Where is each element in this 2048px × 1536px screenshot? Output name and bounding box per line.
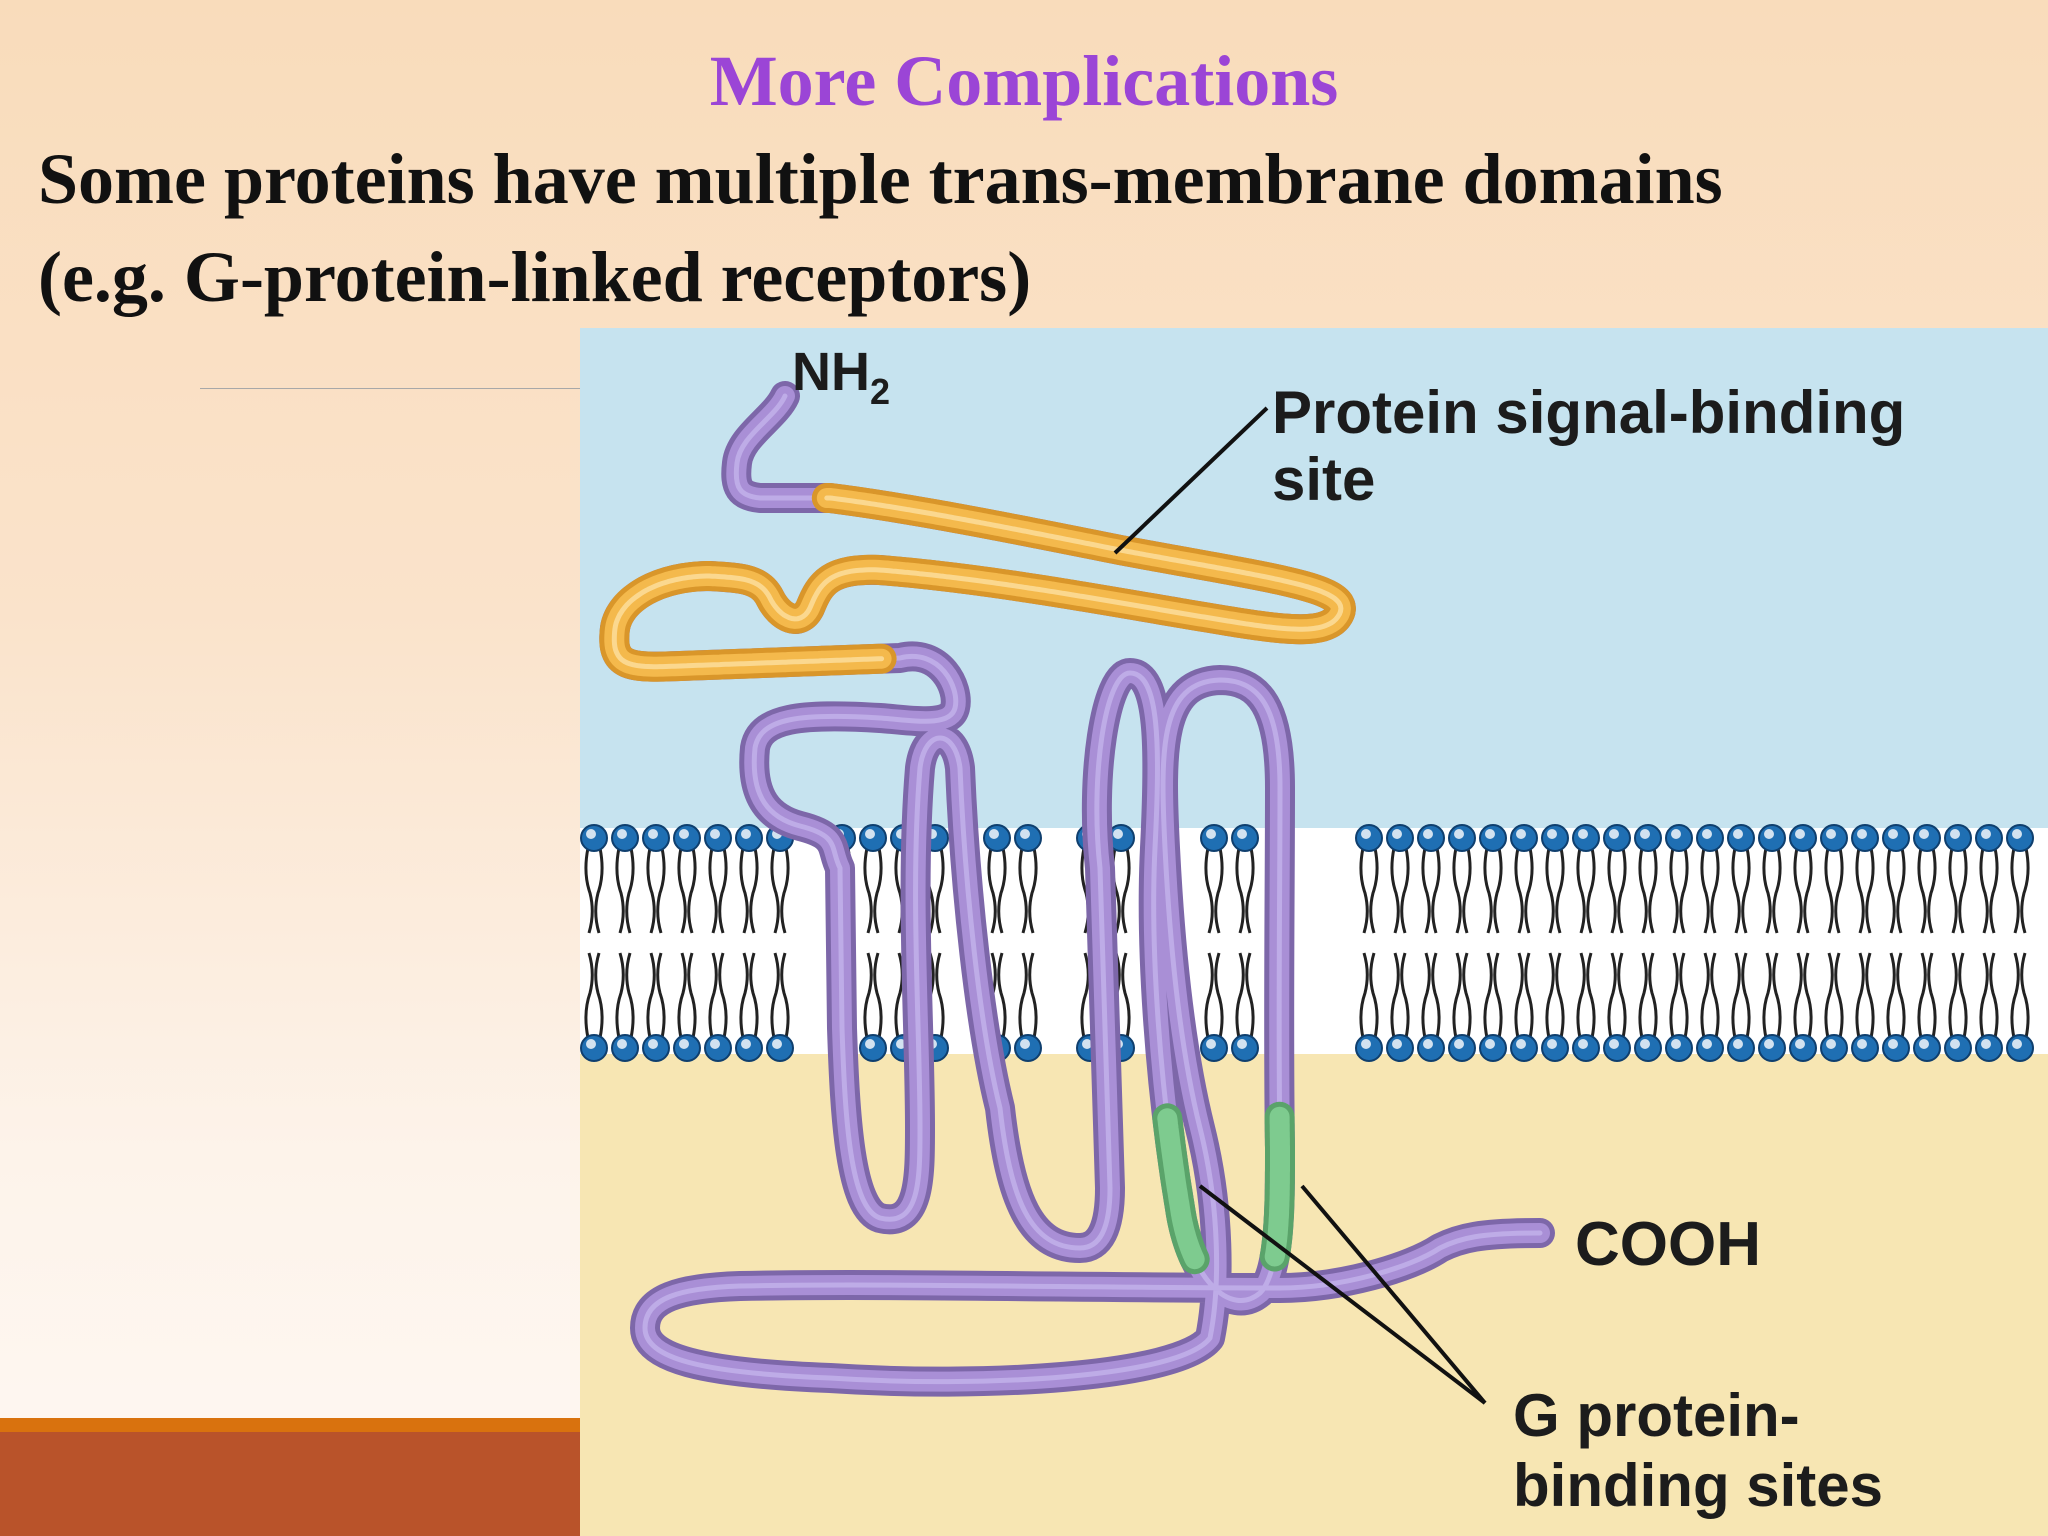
phospholipid-bottom [1696, 952, 1724, 1062]
phospholipid-bottom [580, 952, 608, 1062]
phospholipid-top [1820, 824, 1848, 934]
phospholipid-top [1355, 824, 1383, 934]
signal-binding-site-highlight [611, 495, 1344, 670]
phospholipid-bottom [1572, 952, 1600, 1062]
footer-bar [0, 1432, 580, 1536]
phospholipid-top [2006, 824, 2034, 934]
phospholipid-bottom [642, 952, 670, 1062]
phospholipid-bottom [1820, 952, 1848, 1062]
signal-site-leader-line [1113, 406, 1269, 555]
phospholipid-bottom [1727, 952, 1755, 1062]
phospholipid-top [1913, 824, 1941, 934]
phospholipid-bottom [766, 952, 794, 1062]
phospholipid-top [1758, 824, 1786, 934]
phospholipid-top [735, 824, 763, 934]
phospholipid-bottom [704, 952, 732, 1062]
phospholipid-bottom [1386, 952, 1414, 1062]
phospholipid-top [1417, 824, 1445, 934]
phospholipid-top [1510, 824, 1538, 934]
phospholipid-top [611, 824, 639, 934]
phospholipid-top [642, 824, 670, 934]
membrane-core [580, 828, 2048, 1054]
receptor-protein [599, 381, 1555, 1397]
body-text-line-2: (e.g. G-protein-linked receptors) [38, 237, 1032, 317]
g-protein-leader-line-2 [1300, 1184, 1487, 1405]
phospholipid-bottom [1944, 952, 1972, 1062]
signal-site-label-line-2: site [1272, 446, 1375, 513]
phospholipid-bottom [1758, 952, 1786, 1062]
phospholipid-bottom [1789, 952, 1817, 1062]
phospholipid-bottom [1851, 952, 1879, 1062]
phospholipid-top [1200, 824, 1228, 934]
phospholipid-top [1231, 824, 1259, 934]
phospholipid-top [1603, 824, 1631, 934]
phospholipid-bottom [1479, 952, 1507, 1062]
phospholipid-bottom [1665, 952, 1693, 1062]
phospholipid-top [983, 824, 1011, 934]
g-protein-binding-site [1157, 1108, 1205, 1270]
phospholipid-top [1386, 824, 1414, 934]
phospholipid-top [1727, 824, 1755, 934]
phospholipid-top [1107, 824, 1135, 934]
phospholipid-bottom [1200, 952, 1228, 1062]
phospholipid-bottom [1231, 952, 1259, 1062]
accent-bar [0, 1418, 580, 1432]
g-protein-leader-line-1 [1198, 1184, 1487, 1405]
phospholipid-top [1014, 824, 1042, 934]
slide-title: More Complications [709, 41, 1339, 121]
phospholipid-bottom [2006, 952, 2034, 1062]
phospholipid-bottom [1355, 952, 1383, 1062]
phospholipid-top [704, 824, 732, 934]
g-protein-binding-site [1264, 1106, 1290, 1267]
body-text-line-1: Some proteins have multiple trans-membra… [38, 139, 1723, 219]
g-protein-label-line-2: binding sites [1513, 1452, 1883, 1519]
phospholipid-bottom [1417, 952, 1445, 1062]
phospholipid-bottom [1913, 952, 1941, 1062]
cooh-label: COOH [1575, 1210, 1761, 1279]
phospholipid-top [1665, 824, 1693, 934]
phospholipid-bottom [1510, 952, 1538, 1062]
phospholipid-bottom [611, 952, 639, 1062]
phospholipid-top [1851, 824, 1879, 934]
g-protein-label-line-1: G protein- [1513, 1382, 1800, 1449]
phospholipid-top [1572, 824, 1600, 934]
phospholipid-top [673, 824, 701, 934]
phospholipid-bottom [735, 952, 763, 1062]
phospholipid-bottom [1882, 952, 1910, 1062]
phospholipid-top [580, 824, 608, 934]
phospholipid-top [1975, 824, 2003, 934]
phospholipid-bottom [859, 952, 887, 1062]
phospholipid-top [1479, 824, 1507, 934]
signal-site-label-line-1: Protein signal-binding [1272, 379, 1905, 446]
divider-rule [200, 388, 580, 389]
phospholipid-bottom [1541, 952, 1569, 1062]
receptor-diagram: NH2 Protein signal-binding site COOH G p… [580, 328, 2048, 1536]
phospholipid-top [1541, 824, 1569, 934]
phospholipid-bottom [673, 952, 701, 1062]
phospholipid-top [1696, 824, 1724, 934]
phospholipid-top [859, 824, 887, 934]
phospholipid-bottom [1448, 952, 1476, 1062]
phospholipid-bottom [1634, 952, 1662, 1062]
phospholipid-bottom [1603, 952, 1631, 1062]
nh2-label: NH2 [792, 342, 890, 412]
phospholipid-bottom [1975, 952, 2003, 1062]
phospholipid-top [1882, 824, 1910, 934]
phospholipid-top [1448, 824, 1476, 934]
receptor-diagram-svg: NH2 Protein signal-binding site COOH G p… [580, 328, 2048, 1536]
phospholipid-bottom [1014, 952, 1042, 1062]
phospholipid-top [1789, 824, 1817, 934]
phospholipid-top [1944, 824, 1972, 934]
phospholipid-top [1634, 824, 1662, 934]
